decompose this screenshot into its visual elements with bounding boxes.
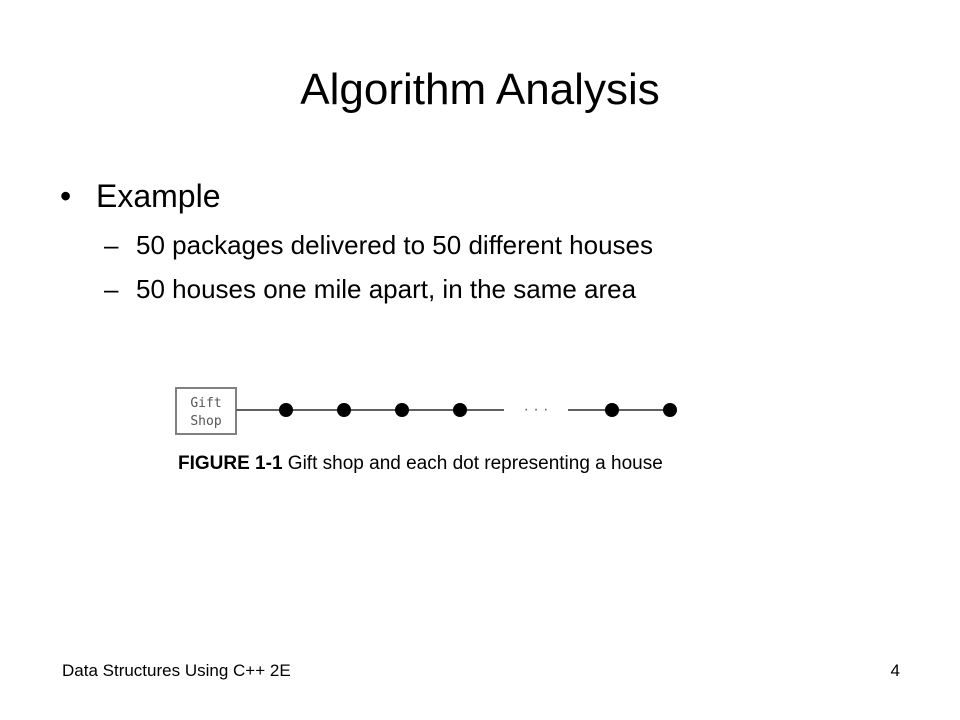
house-dot [663,403,677,417]
footer-page-number: 4 [890,661,900,680]
house-dot [337,403,351,417]
sub-bullet-marker: – [104,230,119,260]
gift-shop-diagram: Gift Shop · · · [175,387,677,435]
house-dot [279,403,293,417]
figure-caption: FIGURE 1-1 Gift shop and each dot repres… [178,452,663,476]
footer-course-title: Data Structures Using C++ 2E [62,661,291,680]
road-ellipsis: · · · [524,401,549,418]
gift-shop-label-line2: Shop [190,414,221,429]
slide-title: Algorithm Analysis [300,65,660,114]
sub-bullet-houses: – 50 houses one mile apart, in the same … [104,272,636,306]
bullet-marker: • [60,178,72,214]
gift-shop-label-line1: Gift [190,396,221,411]
bullet-text: Example [96,178,221,214]
sub-bullet-marker: – [104,274,119,304]
house-dot [395,403,409,417]
bullet-example: • Example [60,176,221,216]
figure-caption-text: Gift shop and each dot representing a ho… [282,453,663,474]
sub-bullet-text: 50 packages delivered to 50 different ho… [136,230,653,260]
house-dot [605,403,619,417]
gift-shop-box [175,387,237,435]
sub-bullet-packages: – 50 packages delivered to 50 different … [104,228,653,262]
house-dot [453,403,467,417]
sub-bullet-text: 50 houses one mile apart, in the same ar… [136,274,637,304]
figure-number: FIGURE 1-1 [178,453,283,474]
